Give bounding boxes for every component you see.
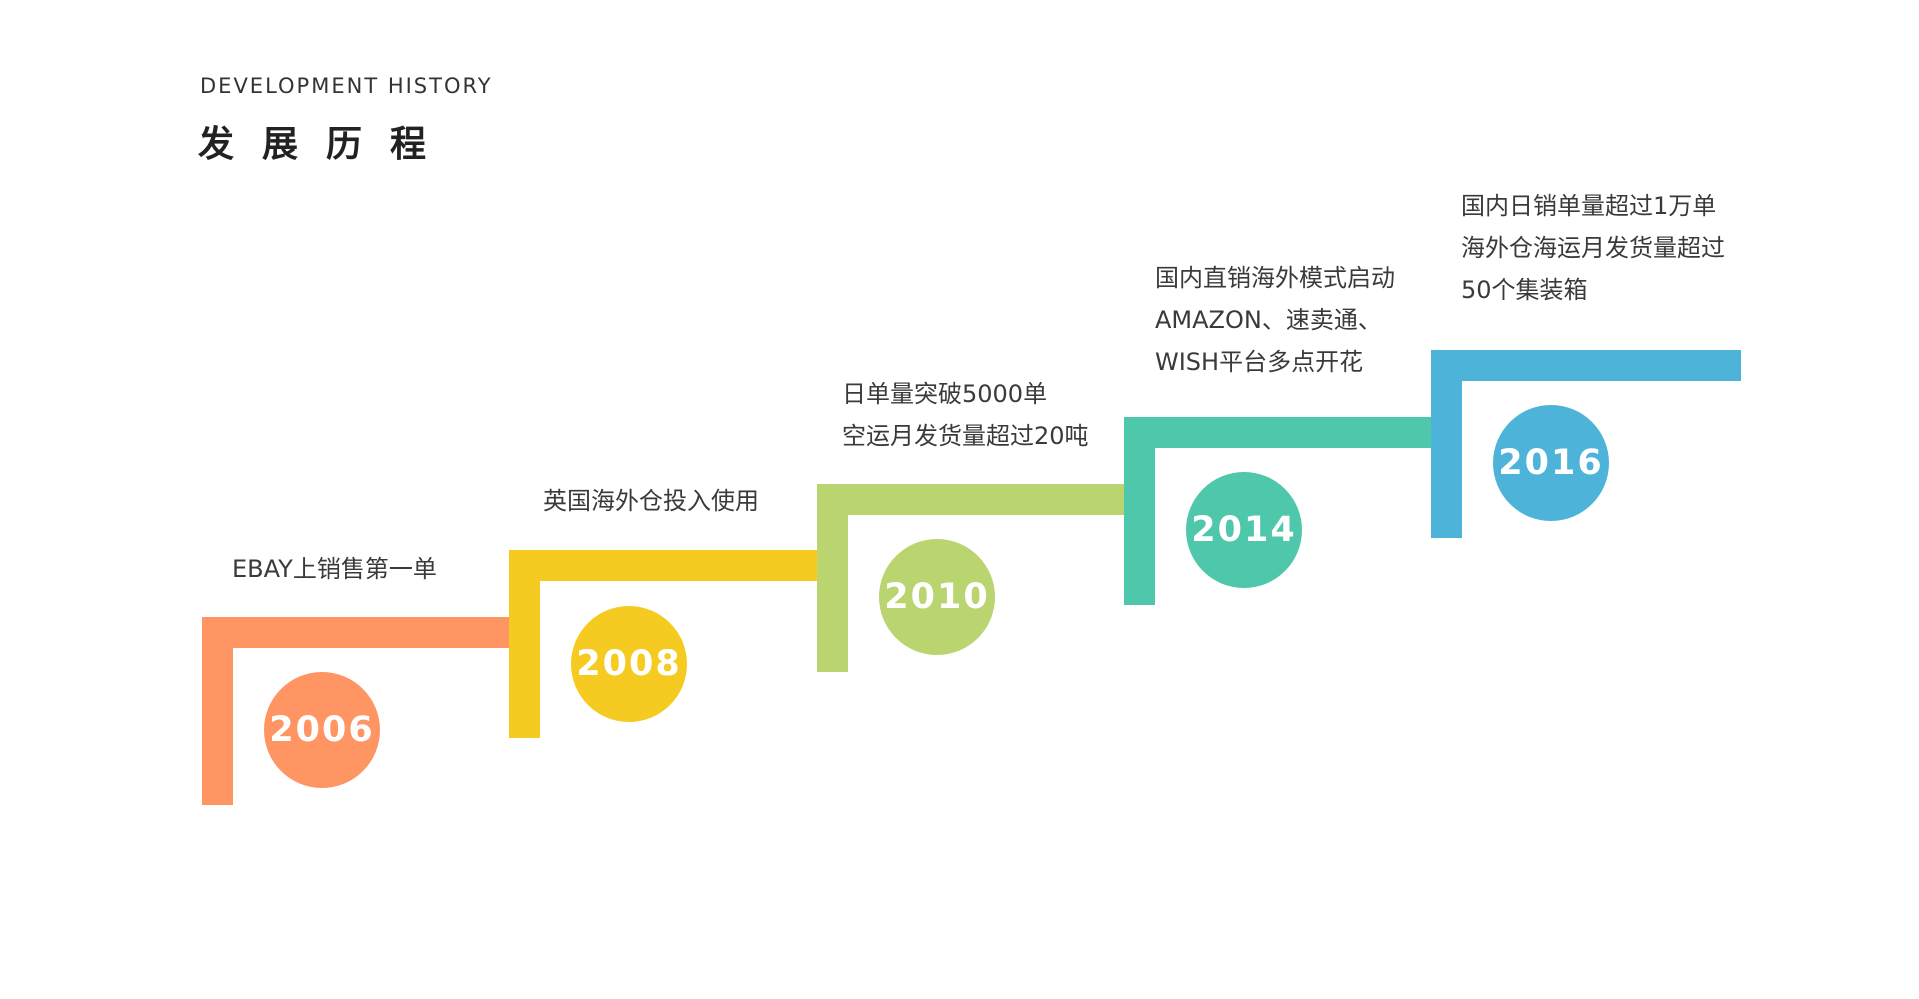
- description-line: AMAZON、速卖通、: [1155, 306, 1382, 334]
- year-circle: 2016: [1493, 405, 1609, 521]
- milestone-description: 国内直销海外模式启动 AMAZON、速卖通、 WISH平台多点开花: [1155, 257, 1395, 383]
- description-line: 50个集装箱: [1461, 276, 1588, 304]
- page-title: 发展历程: [198, 124, 455, 165]
- year-circle: 2010: [879, 539, 995, 655]
- step-bar-horizontal: [509, 550, 819, 581]
- step-bar-horizontal: [202, 617, 512, 648]
- subtitle: DEVELOPMENT HISTORY: [200, 74, 493, 98]
- description-line: 海外仓海运月发货量超过: [1461, 234, 1725, 262]
- year-circle: 2014: [1186, 472, 1302, 588]
- milestone-description: 日单量突破5000单空运月发货量超过20吨: [842, 373, 1089, 457]
- description-line: EBAY上销售第一单: [232, 555, 437, 583]
- description-line: 英国海外仓投入使用: [543, 487, 759, 515]
- description-line: WISH平台多点开花: [1155, 348, 1364, 376]
- milestone-description: 英国海外仓投入使用: [543, 480, 759, 522]
- description-line: 空运月发货量超过20吨: [842, 422, 1089, 450]
- step-bar-vertical: [509, 550, 540, 738]
- description-line: 国内日销单量超过1万单: [1461, 192, 1717, 220]
- step-bar-vertical: [202, 617, 233, 805]
- step-bar-horizontal: [817, 484, 1127, 515]
- year-circle: 2006: [264, 672, 380, 788]
- milestone-description: 国内日销单量超过1万单海外仓海运月发货量超过 50个集装箱: [1461, 185, 1725, 311]
- step-bar-horizontal: [1431, 350, 1741, 381]
- description-line: 国内直销海外模式启动: [1155, 264, 1395, 292]
- step-bar-vertical: [817, 484, 848, 672]
- step-bar-horizontal: [1124, 417, 1434, 448]
- description-line: 日单量突破5000单: [842, 380, 1048, 408]
- milestone-description: EBAY上销售第一单: [232, 548, 437, 590]
- year-circle: 2008: [571, 606, 687, 722]
- step-bar-vertical: [1431, 350, 1462, 538]
- step-bar-vertical: [1124, 417, 1155, 605]
